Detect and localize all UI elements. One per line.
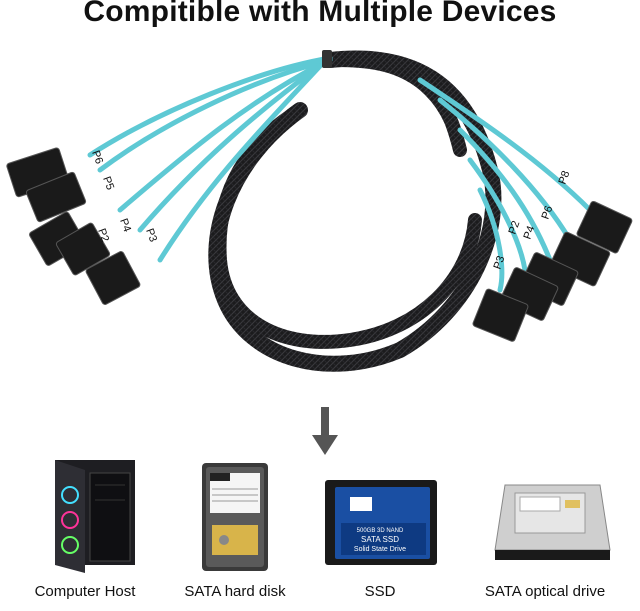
right-connectors (472, 200, 633, 342)
device-ssd: 500GB 3D NAND SATA SSD Solid State Drive… (305, 455, 455, 611)
device-computer-host: Computer Host (10, 455, 160, 611)
left-label-0: P6 (89, 149, 105, 166)
ssd-icon: 500GB 3D NAND SATA SSD Solid State Drive (325, 480, 437, 565)
computer-tower-icon (55, 460, 135, 573)
left-wire-bundle (87, 55, 333, 263)
left-label-3: P2 (95, 227, 111, 244)
right-label-2: P4 (522, 224, 538, 241)
braided-sleeve-inner (212, 103, 482, 349)
device-label: SATA hard disk (184, 583, 286, 600)
ssd-sticker-line1: 500GB 3D NAND (357, 528, 404, 534)
right-label-1: P6 (540, 204, 556, 221)
device-sata-optical-drive: SATA optical drive (470, 455, 620, 611)
braided-sleeve-top (323, 53, 467, 157)
device-label: SSD (364, 583, 396, 600)
ssd-sticker-line2: SATA SSD (361, 535, 399, 544)
device-label: Computer Host (34, 583, 136, 600)
ssd-sticker-line3: Solid State Drive (354, 546, 406, 553)
device-label: SATA optical drive (484, 583, 606, 600)
left-label-1: P5 (100, 175, 116, 192)
optical-drive-icon (494, 484, 611, 560)
page-title: Compitible with Multiple Devices (83, 0, 557, 28)
sata-cable-image: P6 P5 P4 P2 P3 P8 P6 P4 P2 P3 (6, 50, 633, 372)
left-label-4: P3 (143, 227, 159, 244)
arrow-down-icon (312, 407, 338, 455)
right-label-0: P8 (557, 169, 573, 186)
cable-clip (322, 50, 332, 68)
device-sata-hard-disk: SATA hard disk (160, 455, 310, 611)
right-label-3: P2 (507, 219, 523, 236)
left-label-2: P4 (117, 217, 133, 234)
right-label-4: P3 (492, 254, 508, 271)
right-wire-bundle (417, 77, 593, 293)
left-connectors (6, 147, 141, 305)
hard-disk-icon (202, 463, 268, 571)
